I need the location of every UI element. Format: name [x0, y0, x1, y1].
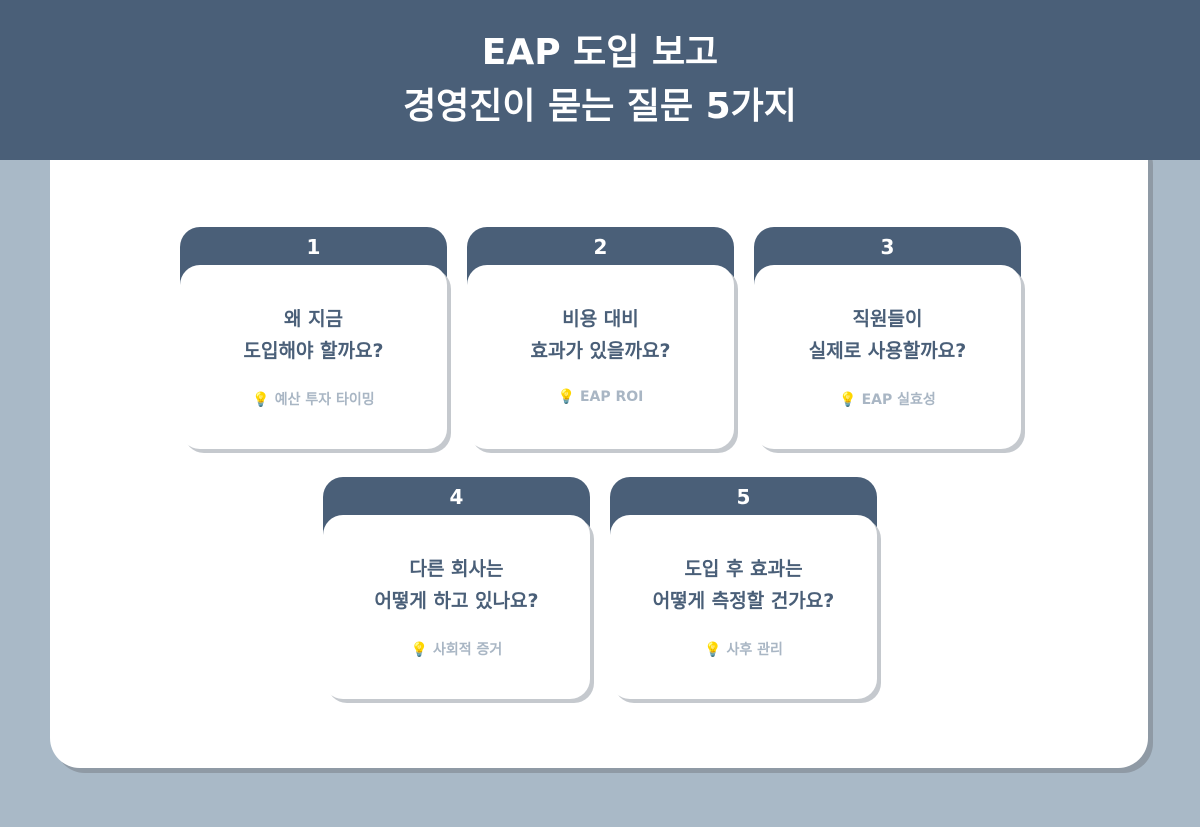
hint: 💡 예산 투자 타이밍 — [180, 389, 447, 409]
lightbulb-icon: 💡 — [704, 642, 722, 658]
question-line-1: 다른 회사는 — [409, 558, 504, 580]
lightbulb-icon: 💡 — [839, 392, 857, 408]
lightbulb-icon: 💡 — [410, 642, 429, 658]
hint-text: 예산 투자 타이밍 — [274, 392, 375, 408]
hint-text: EAP ROI — [579, 389, 644, 405]
hint-text: EAP 실효성 — [861, 392, 936, 408]
hint: 💡 사회적 증거 — [323, 639, 590, 659]
title-line-1: EAP 도입 보고 — [481, 32, 719, 73]
question-line-1: 도입 후 효과는 — [684, 558, 803, 580]
question-line-2: 실제로 사용할까요? — [808, 340, 967, 362]
hint: 💡 EAP ROI — [467, 389, 734, 405]
question-line-2: 도입해야 할까요? — [243, 340, 384, 362]
page-title: EAP 도입 보고 경영진이 묻는 질문 5가지 — [0, 0, 1200, 160]
lightbulb-icon: 💡 — [252, 392, 270, 408]
question-line-2: 어떻게 측정할 건가요? — [652, 590, 835, 612]
question-line-2: 어떻게 하고 있나요? — [374, 590, 539, 612]
lightbulb-icon: 💡 — [557, 389, 576, 405]
hint-text: 사회적 증거 — [433, 642, 503, 658]
title-line-2: 경영진이 묻는 질문 5가지 — [403, 86, 797, 127]
question-line-1: 직원들이 — [852, 308, 923, 330]
content-panel — [50, 130, 1148, 768]
question-line-1: 왜 지금 — [283, 308, 344, 330]
question-line-1: 비용 대비 — [562, 308, 639, 330]
question-line-2: 효과가 있을까요? — [530, 340, 671, 362]
hint: 💡 EAP 실효성 — [754, 389, 1021, 409]
hint-text: 사후 관리 — [726, 642, 783, 658]
hint: 💡 사후 관리 — [610, 639, 877, 659]
